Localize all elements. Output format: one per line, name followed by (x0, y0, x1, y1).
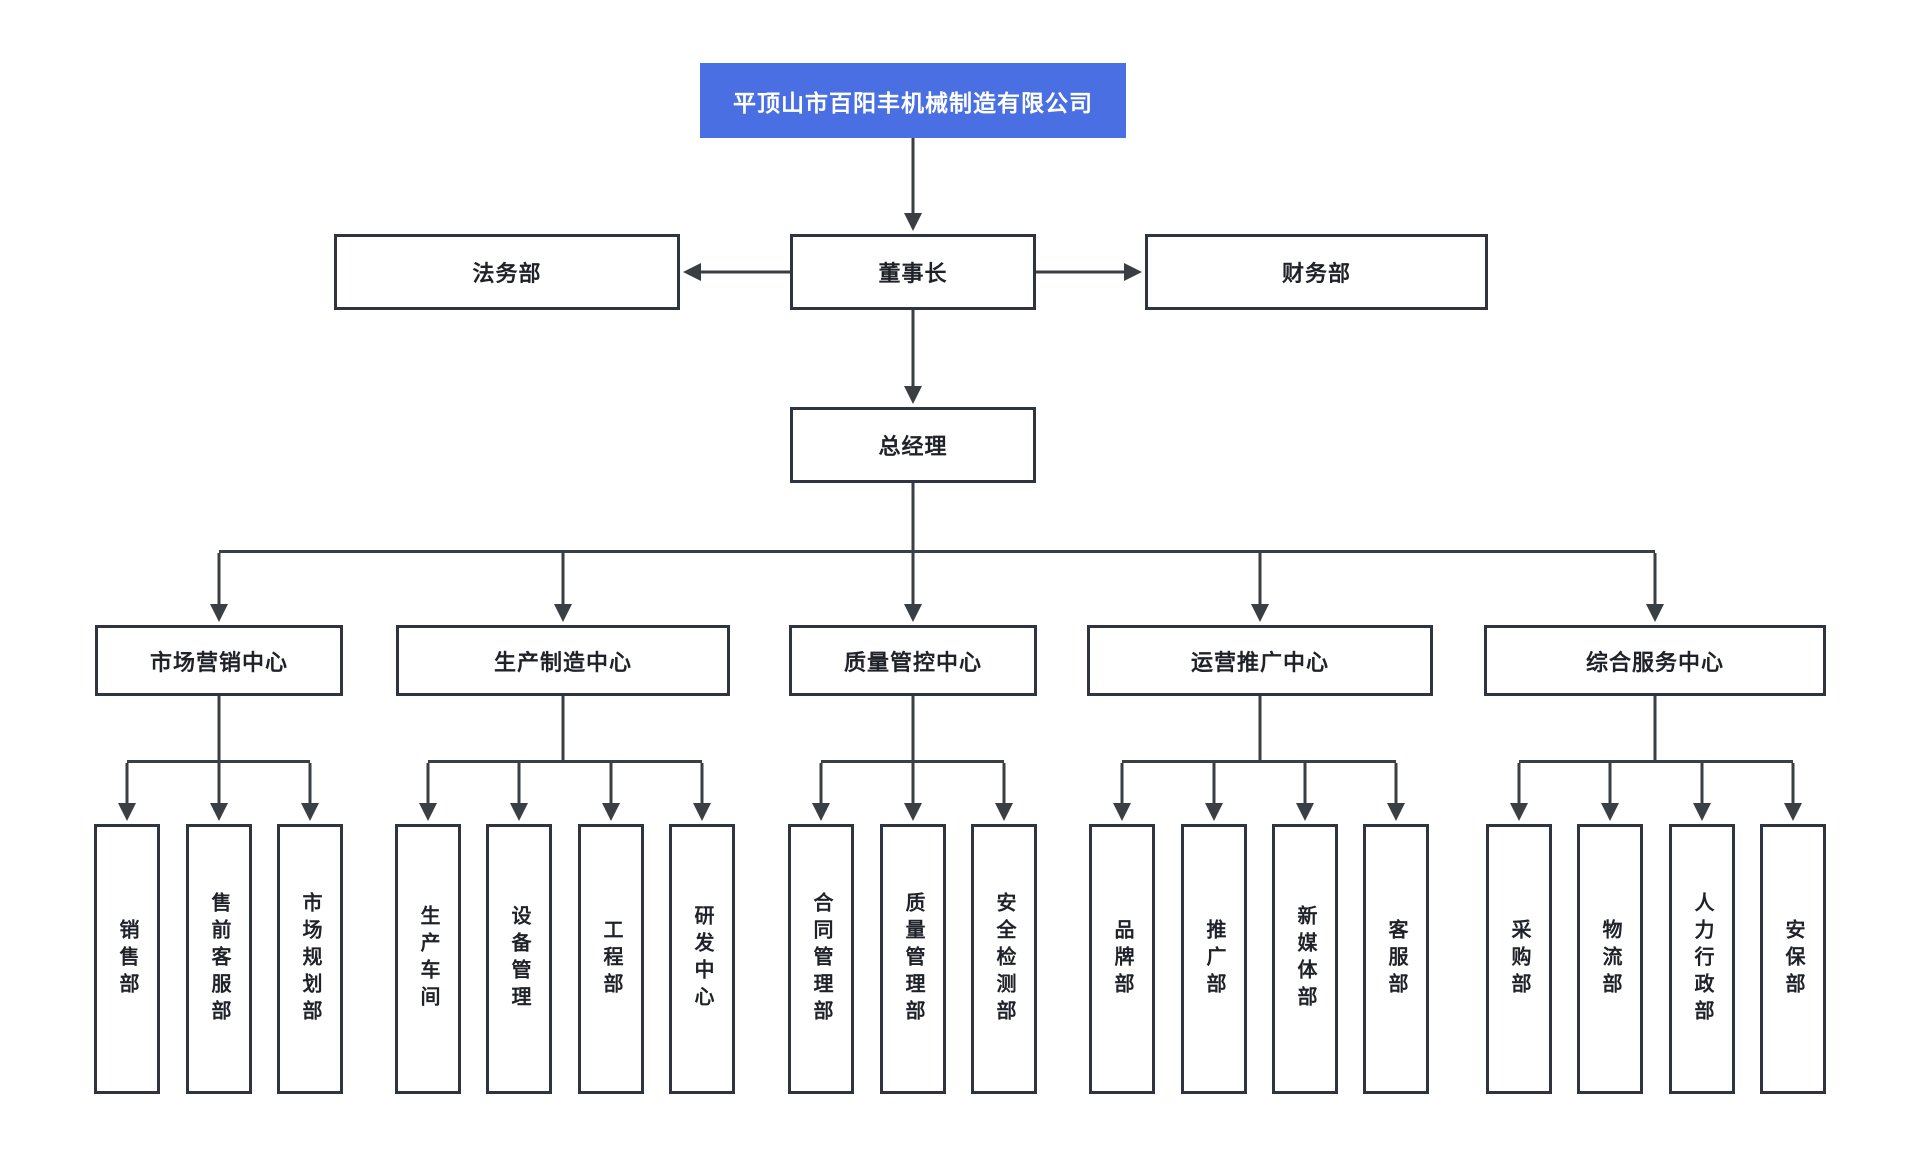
node-operation-center: 运营推广中心 (1087, 625, 1433, 696)
engineering-dept-label: 工程部 (600, 918, 622, 1000)
market-planning-dept-label: 市场规划部 (299, 891, 321, 1027)
production-center-label: 生产制造中心 (493, 649, 632, 675)
node-sales-dept: 销售部 (94, 824, 160, 1094)
presales-service-dept-label: 售前客服部 (208, 891, 230, 1027)
equipment-management-label: 设备管理 (508, 905, 530, 1013)
node-legal-dept: 法务部 (334, 234, 680, 310)
node-general-manager: 总经理 (790, 407, 1036, 483)
quality-management-dept-label: 质量管理部 (902, 891, 924, 1027)
node-finance-dept: 财务部 (1145, 234, 1488, 310)
node-quality-center: 质量管控中心 (789, 625, 1037, 696)
node-rd-center: 研发中心 (669, 824, 735, 1094)
chairman-label: 董事长 (878, 261, 948, 286)
node-new-media-dept: 新媒体部 (1272, 824, 1338, 1094)
node-engineering-dept: 工程部 (578, 824, 644, 1094)
operation-center-label: 运营推广中心 (1190, 649, 1329, 675)
finance-dept-label: 财务部 (1281, 261, 1351, 286)
node-equipment-management: 设备管理 (486, 824, 552, 1094)
node-quality-management-dept: 质量管理部 (880, 824, 946, 1094)
contract-management-dept-label: 合同管理部 (810, 891, 832, 1027)
general-manager-label: 总经理 (878, 434, 948, 459)
logistics-dept-label: 物流部 (1599, 918, 1621, 1000)
node-safety-inspection-dept: 安全检测部 (971, 824, 1037, 1094)
quality-center-label: 质量管控中心 (843, 649, 982, 675)
new-media-dept-label: 新媒体部 (1294, 905, 1316, 1013)
node-production-workshop: 生产车间 (395, 824, 461, 1094)
security-dept-label: 安保部 (1782, 918, 1804, 1000)
brand-dept-label: 品牌部 (1111, 918, 1133, 1000)
node-security-dept: 安保部 (1760, 824, 1826, 1094)
node-contract-management-dept: 合同管理部 (788, 824, 854, 1094)
node-marketing-center: 市场营销中心 (95, 625, 343, 696)
production-workshop-label: 生产车间 (417, 905, 439, 1013)
customer-service-dept-label: 客服部 (1385, 918, 1407, 1000)
rd-center-label: 研发中心 (691, 905, 713, 1013)
node-promotion-dept: 推广部 (1181, 824, 1247, 1094)
safety-inspection-dept-label: 安全检测部 (993, 891, 1015, 1027)
service-center-label: 综合服务中心 (1585, 649, 1724, 675)
node-hr-admin-dept: 人力行政部 (1669, 824, 1735, 1094)
promotion-dept-label: 推广部 (1203, 918, 1225, 1000)
node-brand-dept: 品牌部 (1089, 824, 1155, 1094)
marketing-center-label: 市场营销中心 (149, 649, 288, 675)
node-chairman: 董事长 (790, 234, 1036, 310)
node-logistics-dept: 物流部 (1577, 824, 1643, 1094)
hr-admin-dept-label: 人力行政部 (1691, 891, 1713, 1027)
legal-dept-label: 法务部 (472, 261, 542, 286)
node-company-root: 平顶山市百阳丰机械制造有限公司 (700, 63, 1126, 138)
node-customer-service-dept: 客服部 (1363, 824, 1429, 1094)
sales-dept-label: 销售部 (116, 918, 138, 1000)
node-presales-service-dept: 售前客服部 (186, 824, 252, 1094)
node-procurement-dept: 采购部 (1486, 824, 1552, 1094)
node-market-planning-dept: 市场规划部 (277, 824, 343, 1094)
node-service-center: 综合服务中心 (1484, 625, 1826, 696)
company-name-label: 平顶山市百阳丰机械制造有限公司 (733, 89, 1093, 116)
node-production-center: 生产制造中心 (396, 625, 730, 696)
procurement-dept-label: 采购部 (1508, 918, 1530, 1000)
